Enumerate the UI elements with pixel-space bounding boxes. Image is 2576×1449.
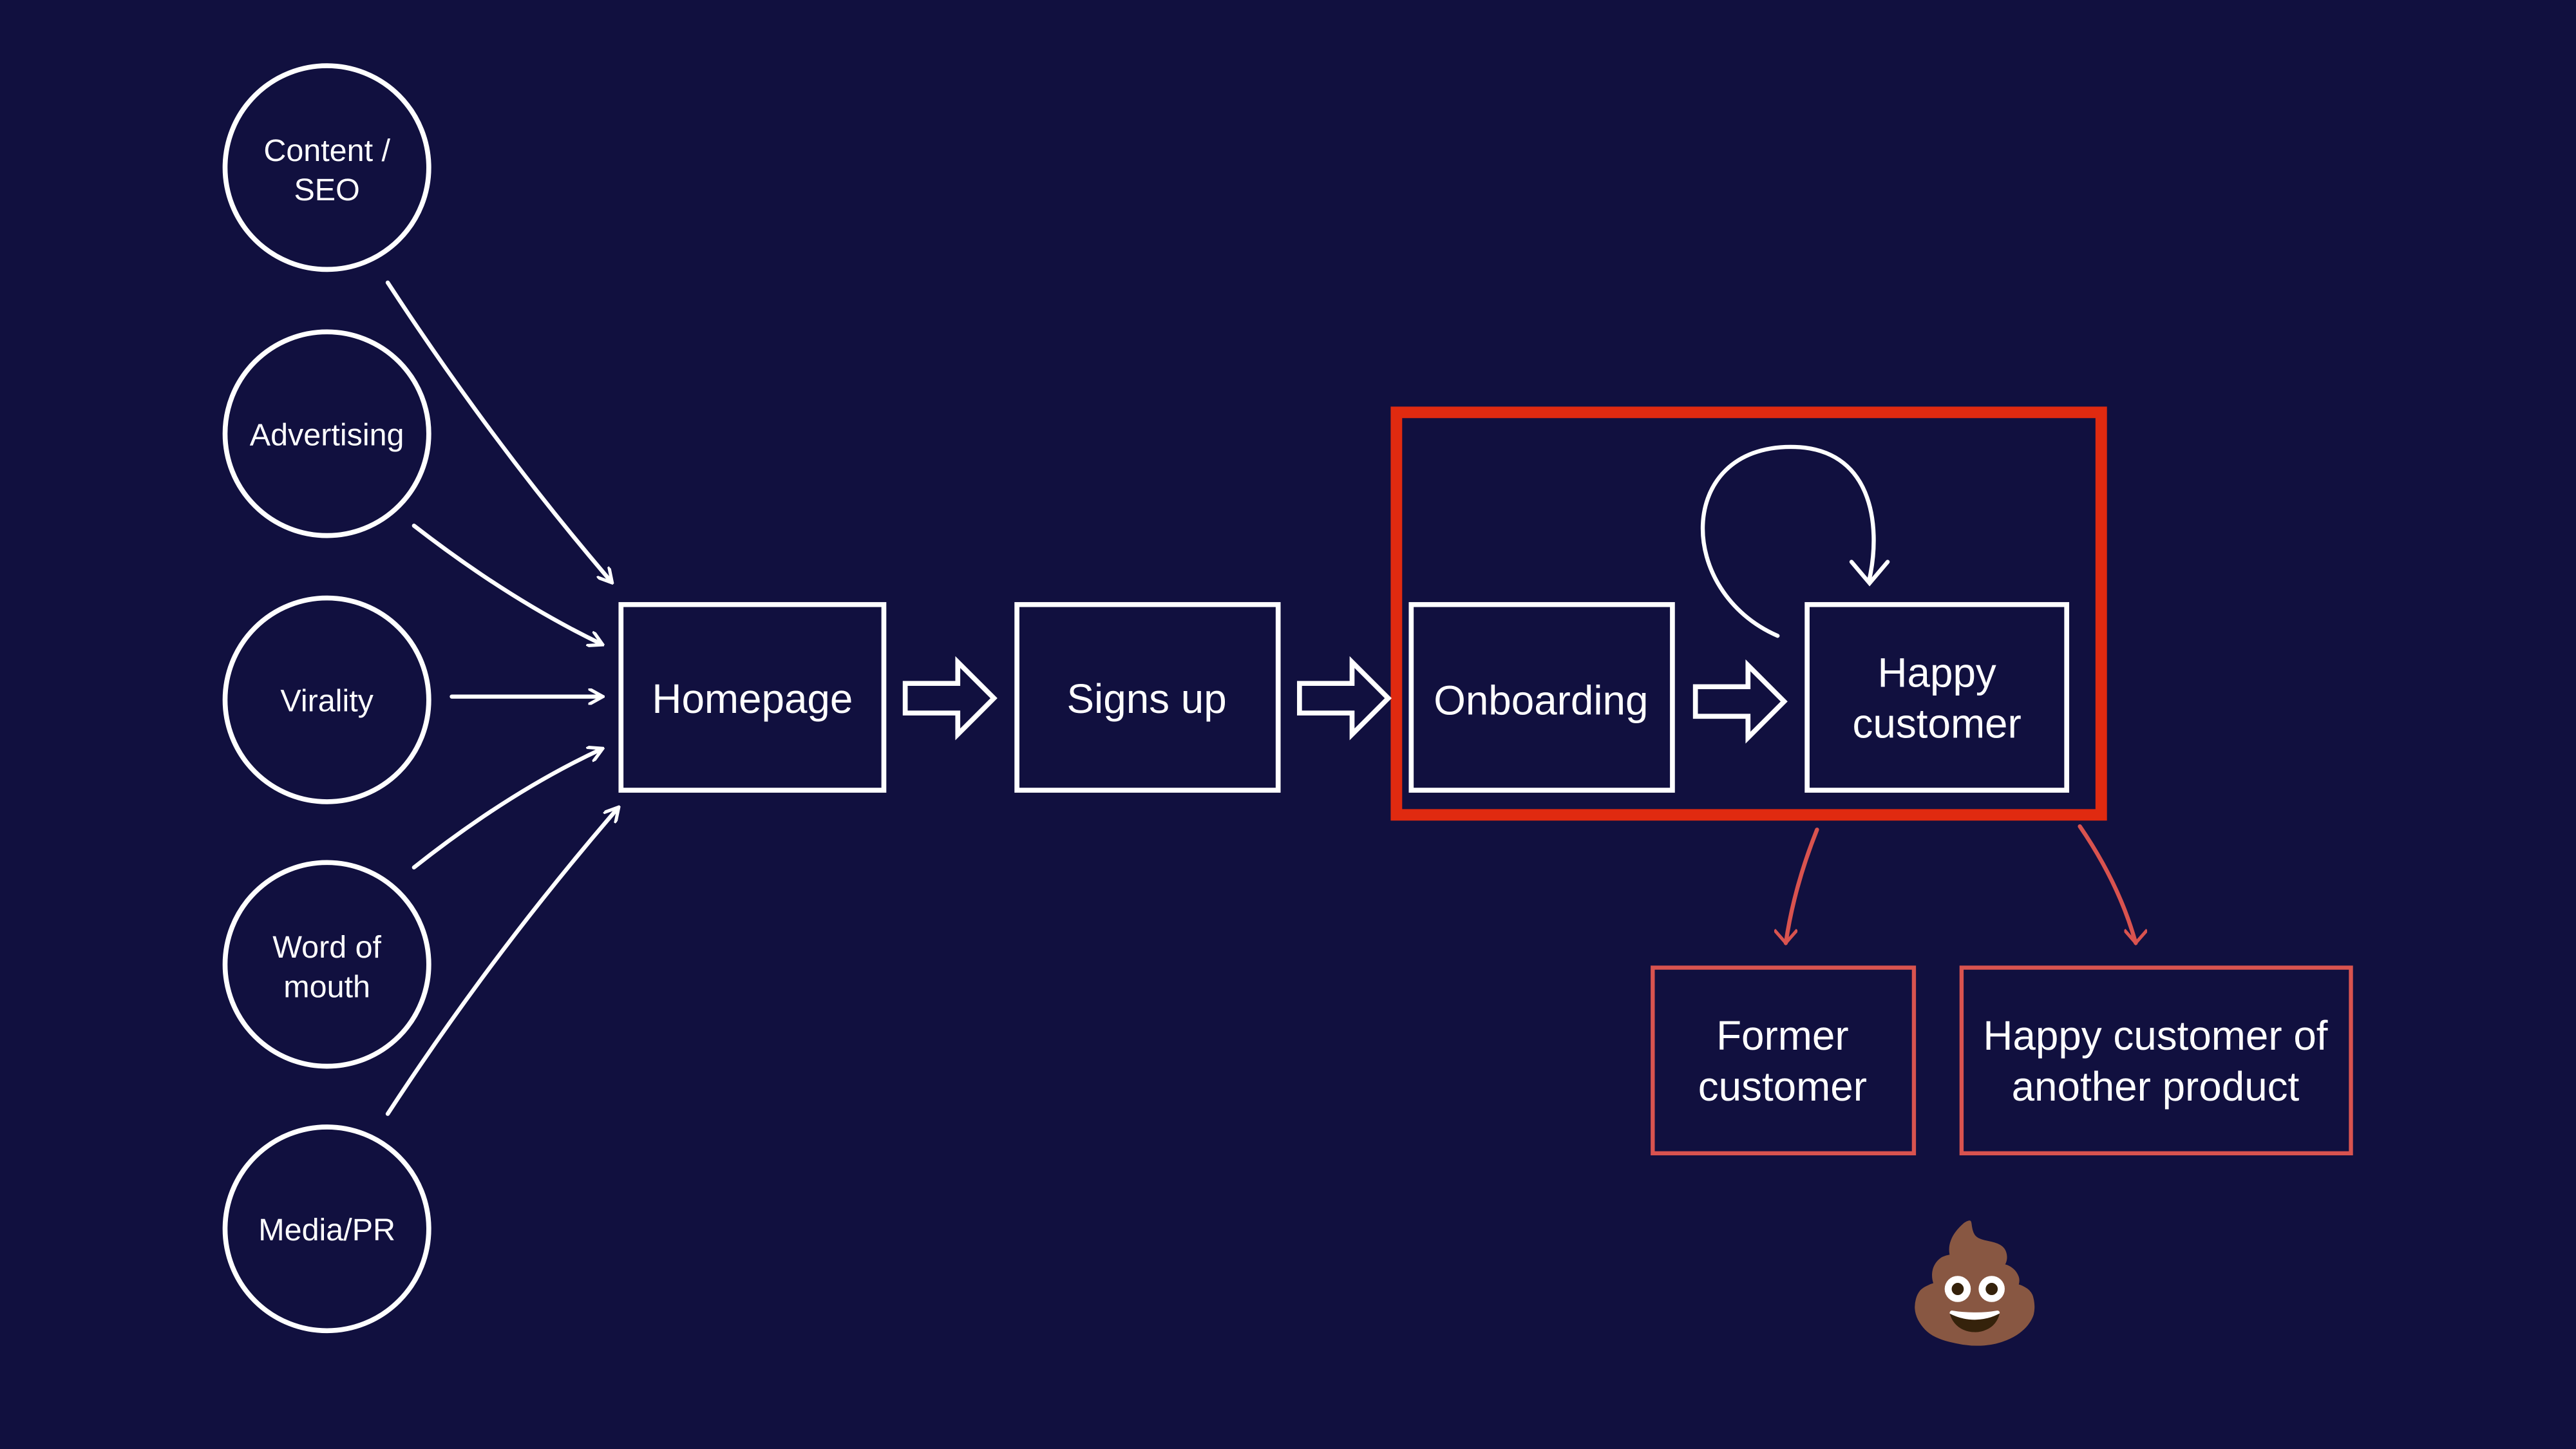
homepage-box: Homepage xyxy=(618,601,887,793)
arrow-content-to-homepage xyxy=(385,280,611,582)
homepage-label: Homepage xyxy=(652,676,853,722)
block-arrow-icon xyxy=(902,656,998,741)
source-word-of-mouth: Word of mouth xyxy=(222,860,431,1069)
source-label: mouth xyxy=(283,969,370,1004)
arrow-to-former-customer xyxy=(1786,828,1819,943)
source-media-pr: Media/PR xyxy=(222,1124,431,1334)
arrow-word-to-homepage xyxy=(412,749,601,870)
signs-up-label: Signs up xyxy=(1067,676,1227,722)
other-product-label: Happy customer of xyxy=(1983,1012,2327,1059)
arrow-media-to-homepage xyxy=(385,808,618,1116)
loop-arrowhead-icon xyxy=(1849,560,1890,587)
source-content-seo: Content / SEO xyxy=(222,63,431,272)
source-label: Word of xyxy=(272,930,381,965)
arrow-advertising-to-homepage xyxy=(412,524,601,644)
source-advertising: Advertising xyxy=(222,329,431,538)
arrow-to-other-product xyxy=(2078,824,2136,943)
source-label: Advertising xyxy=(250,417,404,452)
happy-customer-box: Happy customer xyxy=(1804,601,2070,793)
happy-customer-label: customer xyxy=(1853,700,2022,746)
source-label: SEO xyxy=(294,173,359,207)
source-virality: Virality xyxy=(222,595,431,804)
block-arrow-icon xyxy=(1692,659,1788,744)
signs-up-box: Signs up xyxy=(1014,601,1281,793)
source-label: Virality xyxy=(280,684,374,719)
other-product-box: Happy customer of another product xyxy=(1959,965,2353,1156)
block-arrow-icon xyxy=(1297,656,1392,741)
former-customer-label: customer xyxy=(1698,1063,1867,1110)
source-label: Media/PR xyxy=(258,1213,395,1247)
former-customer-box: Former customer xyxy=(1651,965,1917,1156)
onboarding-label: Onboarding xyxy=(1434,677,1648,724)
happy-customer-label: Happy xyxy=(1877,649,1996,696)
source-label: Content / xyxy=(263,133,390,168)
other-product-label: another product xyxy=(2012,1063,2300,1110)
former-customer-label: Former xyxy=(1716,1012,1848,1059)
source-arrows xyxy=(385,280,618,1116)
retention-highlight-box xyxy=(1390,406,2107,821)
onboarding-box: Onboarding xyxy=(1408,601,1675,793)
loop-arrow xyxy=(1700,444,1876,638)
poop-emoji-icon: 💩 xyxy=(1903,1218,2046,1349)
